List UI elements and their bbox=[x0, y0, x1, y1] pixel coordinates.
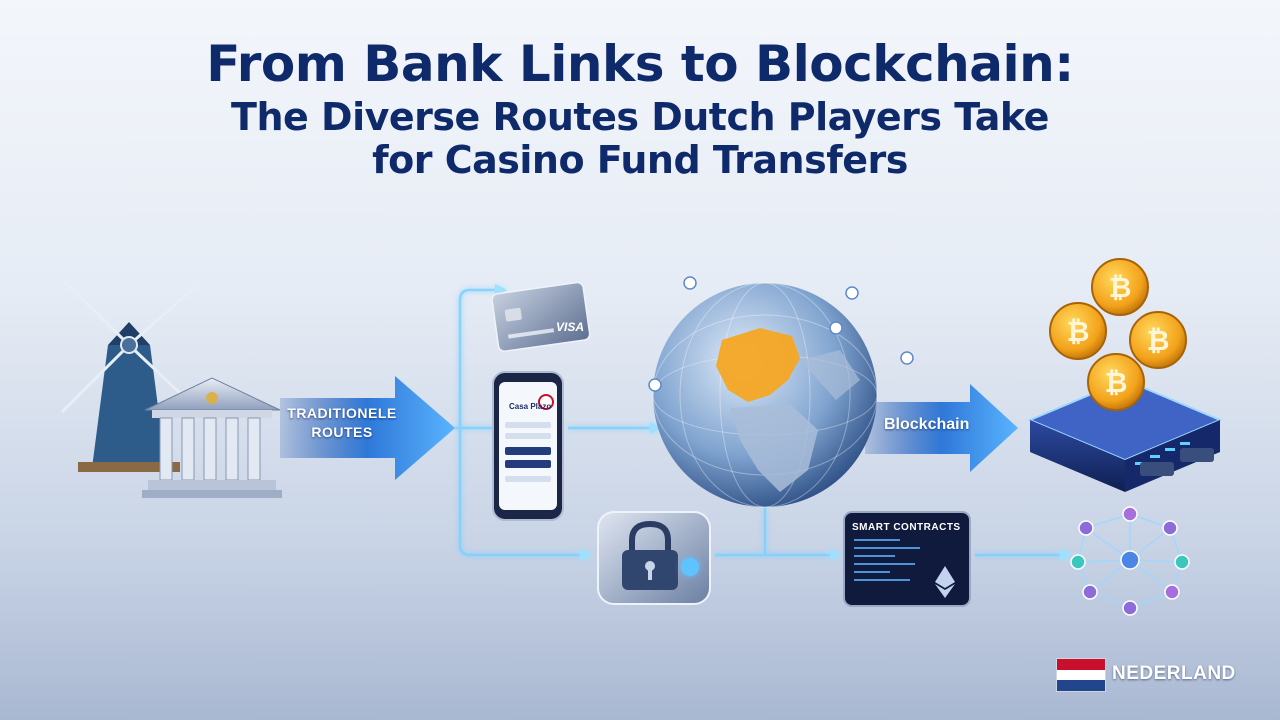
svg-text:₿: ₿ bbox=[1105, 366, 1128, 399]
floating-nodes bbox=[648, 276, 914, 392]
bitcoin-coin-icon: ₿ bbox=[1091, 258, 1149, 316]
page-title: From Bank Links to Blockchain: The Diver… bbox=[0, 36, 1280, 181]
vault-lock-icon bbox=[597, 511, 711, 605]
blockchain-arrow bbox=[865, 384, 1018, 472]
traditional-routes-label: TRADITIONELE ROUTES bbox=[282, 404, 402, 442]
phone-header-label: Casa Plazo bbox=[509, 402, 552, 411]
bank-building-icon bbox=[142, 377, 282, 498]
title-line-2: The Diverse Routes Dutch Players Take bbox=[231, 95, 1049, 139]
smart-contract-tablet-icon bbox=[843, 511, 971, 607]
network-graph-icon bbox=[1070, 506, 1190, 616]
traditional-routes-line-1: TRADITIONELE bbox=[287, 405, 397, 421]
bitcoin-coin-icon: ₿ bbox=[1049, 302, 1107, 360]
credit-card-icon bbox=[491, 281, 591, 352]
traditional-routes-line-2: ROUTES bbox=[311, 424, 373, 440]
connector-lines bbox=[455, 288, 1060, 557]
svg-text:₿: ₿ bbox=[1067, 315, 1090, 348]
smartphone-icon bbox=[492, 371, 564, 521]
windmill-icon bbox=[60, 280, 201, 472]
bitcoin-coin-icon: ₿ bbox=[1129, 311, 1187, 369]
globe-icon bbox=[652, 282, 878, 508]
title-line-1: From Bank Links to Blockchain: bbox=[206, 35, 1074, 93]
netherlands-flag-icon bbox=[1056, 658, 1106, 692]
svg-text:₿: ₿ bbox=[1147, 324, 1170, 357]
ethereum-icon bbox=[935, 566, 955, 598]
bitcoin-coins: ₿ ₿ ₿ ₿ bbox=[1049, 258, 1187, 411]
smart-contracts-label: SMART CONTRACTS bbox=[852, 522, 961, 533]
title-line-3: for Casino Fund Transfers bbox=[372, 137, 908, 182]
country-label: NEDERLAND bbox=[1112, 663, 1236, 684]
blockchain-label: Blockchain bbox=[884, 416, 970, 433]
svg-text:₿: ₿ bbox=[1109, 271, 1132, 304]
bitcoin-coin-icon: ₿ bbox=[1087, 353, 1145, 411]
card-brand-label: VISA bbox=[556, 320, 585, 334]
traditional-routes-arrow bbox=[280, 376, 455, 480]
